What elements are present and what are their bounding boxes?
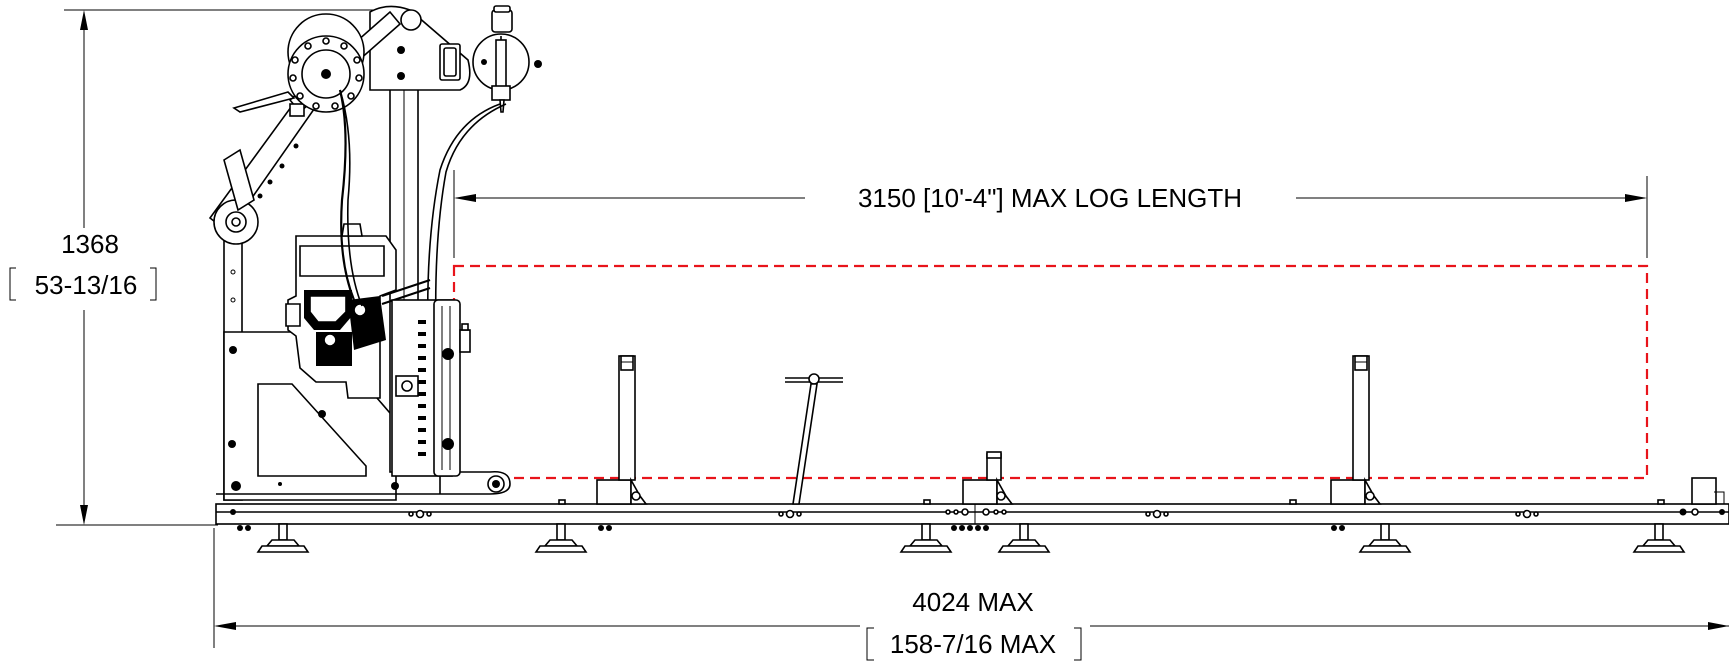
- leveling-foot: [1358, 523, 1412, 553]
- rail-hole: [796, 511, 802, 517]
- rail-bolt: [230, 509, 236, 515]
- saw-carriage: [391, 299, 471, 477]
- log-bunk-right: [1330, 355, 1382, 505]
- height-dimension: 1368 53-13/16: [9, 9, 380, 526]
- rail-hole: [1515, 511, 1521, 517]
- width-inch-label: 158-7/16 MAX: [890, 629, 1056, 659]
- leveling-foot: [997, 523, 1051, 553]
- leveling-feet: [237, 523, 1686, 553]
- leveling-foot: [899, 523, 953, 553]
- rail-rivet: [1657, 499, 1665, 505]
- lubricant-hose: [426, 103, 501, 331]
- engine-cable: [338, 89, 356, 301]
- rail-hole: [408, 511, 414, 517]
- rail-hole: [1691, 508, 1699, 516]
- winch-bolt-ring: [289, 37, 363, 110]
- leveling-foot: [1632, 523, 1686, 553]
- height-arrow-bottom: [80, 505, 88, 525]
- height-inch-bracket-right: [150, 267, 157, 301]
- frame-handle-bar: [232, 91, 296, 113]
- log-length-arrow-right: [1625, 194, 1647, 202]
- rail-hole: [1152, 509, 1162, 519]
- engine: [285, 89, 431, 399]
- rail-hole: [1001, 509, 1007, 515]
- leveling-foot: [534, 523, 588, 553]
- log-bunk-center: [962, 451, 1014, 505]
- rail-holes: [230, 508, 1699, 519]
- log-bunk-left: [596, 355, 648, 505]
- rail-rivet: [923, 499, 931, 505]
- rail-hole: [982, 508, 990, 516]
- rail-beam: [215, 503, 1729, 525]
- rail-hole: [1163, 511, 1169, 517]
- height-mm-label: 1368: [61, 229, 119, 259]
- rail-hole: [945, 509, 951, 515]
- rail-rivet: [1289, 499, 1297, 505]
- height-inch-bracket-left: [9, 267, 16, 301]
- bottom-bolts: [237, 525, 1345, 531]
- rail-hole: [415, 509, 425, 519]
- log-dog-clamp: [785, 373, 843, 505]
- frame-plate-cutout: [257, 383, 367, 477]
- width-inch-bracket-left: [866, 627, 874, 661]
- rail-hole: [1522, 509, 1532, 519]
- rail-bolt: [1679, 508, 1687, 516]
- width-dimension: 4024 MAX 158-7/16 MAX: [213, 528, 1729, 661]
- leveling-foot: [256, 523, 310, 553]
- carriage-chain-guard: [433, 299, 461, 477]
- height-arrow-top: [80, 10, 88, 30]
- rail-hole: [1533, 511, 1539, 517]
- carriage-gear-teeth: [418, 320, 426, 456]
- rail-rivet: [558, 499, 566, 505]
- rail-end-stop: [1691, 477, 1725, 515]
- log-length-dimension: 3150 [10'-4"] MAX LOG LENGTH: [453, 170, 1648, 258]
- lubricant-tank: [426, 5, 542, 331]
- width-mm-label: 4024 MAX: [912, 587, 1033, 617]
- rail-hole: [785, 509, 795, 519]
- rail-hole: [953, 509, 959, 515]
- rail-hole: [778, 511, 784, 517]
- rail-hole: [1145, 511, 1151, 517]
- log-length-arrow-left: [454, 194, 476, 202]
- winch-wheel: [287, 13, 365, 113]
- rail-hole: [961, 508, 969, 516]
- width-arrow-right: [1708, 622, 1729, 630]
- height-inch-label: 53-13/16: [35, 270, 138, 300]
- frame-skid: [216, 470, 511, 495]
- log-length-label: 3150 [10'-4"] MAX LOG LENGTH: [858, 183, 1242, 213]
- engine-fuel-cap: [341, 223, 363, 237]
- width-arrow-left: [214, 622, 236, 630]
- width-inch-bracket-right: [1074, 627, 1082, 661]
- rail-hole: [426, 511, 432, 517]
- rail-hole: [993, 509, 999, 515]
